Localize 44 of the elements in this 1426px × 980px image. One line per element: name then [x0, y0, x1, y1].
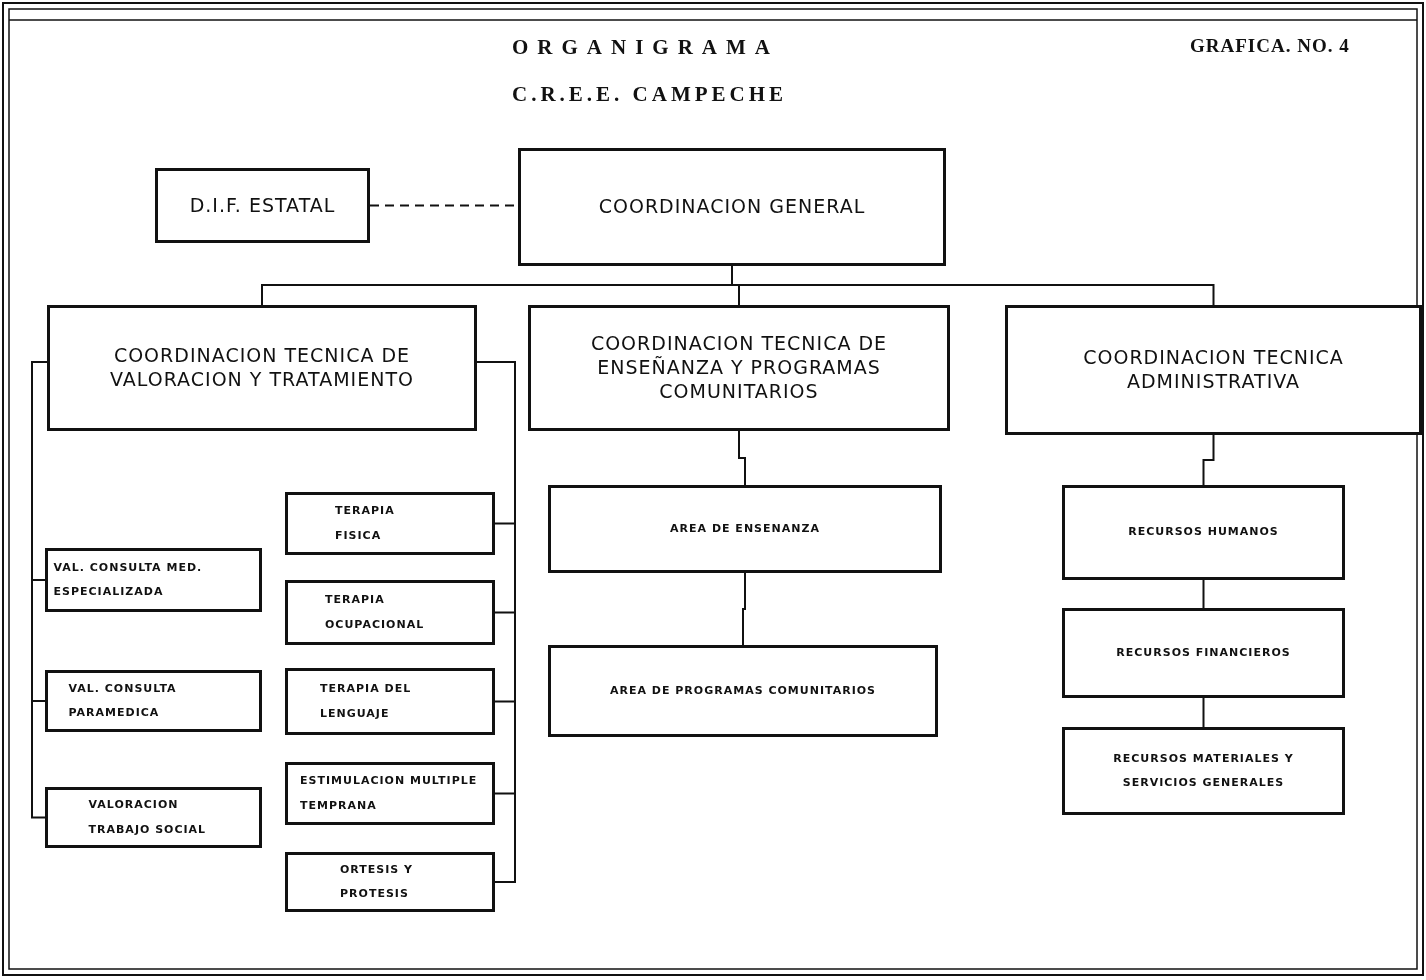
- unit-name: ESTIMULACION MULTIPLE TEMPRANA: [300, 773, 479, 814]
- department-box: [528, 305, 950, 431]
- unit-name: TERAPIA OCUPACIONAL: [325, 592, 426, 633]
- unit-name: VAL. CONSULTA PARAMEDICA: [68, 680, 178, 721]
- unit-box: [1062, 608, 1345, 698]
- unit-name: VAL. CONSULTA MED. ESPECIALIZADA: [53, 559, 204, 600]
- unit-name: D.I.F. ESTATAL: [189, 193, 336, 218]
- connector-line: [1202, 697, 1205, 728]
- subtitle: C.R.E.E. CAMPECHE: [512, 82, 788, 107]
- figure-number: GRAFICA. NO. 4: [1190, 35, 1350, 57]
- connector-line: [742, 572, 746, 646]
- unit-name: ORTESIS Y PROTESIS: [340, 861, 415, 902]
- department-box: [1005, 305, 1422, 435]
- unit-box: [548, 645, 938, 737]
- connector-line: [1202, 434, 1215, 486]
- unit-box: [45, 548, 262, 612]
- unit-name: VALORACION TRABAJO SOCIAL: [88, 797, 208, 838]
- unit-box: [285, 580, 495, 645]
- unit-box: [285, 762, 495, 825]
- unit-box: [285, 852, 495, 912]
- unit-name: RECURSOS FINANCIEROS: [1116, 644, 1291, 661]
- unit-box: [45, 670, 262, 732]
- unit-box: [285, 492, 495, 555]
- department-box: [47, 305, 477, 431]
- unit-name: AREA DE PROGRAMAS COMUNITARIOS: [610, 682, 876, 699]
- unit-box: [45, 787, 262, 848]
- unit-box: [285, 668, 495, 735]
- connector-line: [1202, 579, 1205, 609]
- unit-name: RECURSOS HUMANOS: [1128, 524, 1279, 541]
- unit-name: TERAPIA DEL LENGUAJE: [320, 681, 413, 722]
- unit-name: COORDINACION GENERAL: [598, 195, 866, 219]
- unit-name: COORDINACION TECNICA DE ENSEÑANZA Y PROGRAMAS COMUNITARIOS: [589, 332, 889, 404]
- department-box: [155, 168, 370, 243]
- connector-line: [738, 430, 746, 486]
- chart-title: ORGANIGRAMA: [512, 35, 779, 60]
- department-box: [518, 148, 946, 266]
- unit-name: RECURSOS MATERIALES Y SERVICIOS GENERALES: [1112, 750, 1295, 791]
- unit-box: [1062, 727, 1345, 815]
- unit-name: COORDINACION TECNICA DE VALORACION Y TRATAMIENTO: [109, 344, 415, 392]
- unit-name: AREA DE ENSENANZA: [670, 520, 820, 537]
- unit-box: [1062, 485, 1345, 580]
- unit-name: COORDINACION TECNICA ADMINISTRATIVA: [1082, 346, 1345, 394]
- unit-name: TERAPIA FISICA: [335, 503, 396, 544]
- unit-box: [548, 485, 942, 573]
